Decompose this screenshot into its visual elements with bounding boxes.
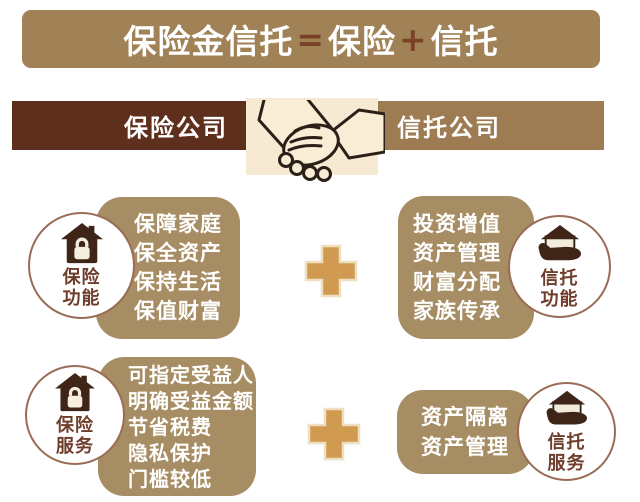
hand-house-icon — [546, 390, 587, 425]
handshake-icon — [257, 100, 385, 182]
feature-line: 明确受益金额 — [128, 388, 254, 413]
feature-line: 财富分配 — [413, 269, 501, 294]
banner-title-left: 保险金信托 — [123, 22, 294, 61]
trust-company-label: 信托公司 — [397, 114, 501, 142]
plus-icon — [304, 244, 358, 298]
feature-line: 资产管理 — [413, 240, 501, 265]
feature-line: 投资增值 — [413, 211, 501, 236]
feature-line: 节省税费 — [128, 414, 212, 439]
trust-company-bar: 信托公司 — [378, 101, 604, 150]
feature-line: 保全资产 — [134, 241, 222, 265]
banner-title-mid: 保险 — [328, 22, 396, 61]
feature-line: 家族传承 — [413, 298, 501, 323]
feature-line: 门槛较低 — [128, 466, 212, 491]
feature-line: 可指定受益人 — [128, 362, 254, 387]
badge-label: 保险 功能 — [62, 266, 101, 309]
hand-house-icon — [538, 224, 581, 260]
badge-label: 保险 服务 — [56, 415, 94, 457]
plus-icon — [307, 407, 361, 461]
feature-box-trust-service: 资产隔离 资产管理 — [397, 390, 534, 474]
feature-line: 隐私保护 — [128, 440, 212, 465]
feature-box-insurance-service: 可指定受益人 明确受益金额 节省税费 隐私保护 门槛较低 — [98, 357, 256, 496]
badge-insurance-service: 保险 服务 — [25, 365, 125, 465]
badge-insurance-function: 保险 功能 — [28, 212, 135, 319]
house-lock-icon — [60, 222, 103, 263]
badge-label: 信托 服务 — [547, 431, 586, 474]
feature-line: 资产隔离 — [421, 405, 509, 429]
badge-trust-service: 信托 服务 — [517, 382, 616, 481]
feature-line: 保障家庭 — [134, 212, 222, 236]
badge-trust-function: 信托 功能 — [508, 215, 611, 318]
feature-line: 保值财富 — [134, 299, 222, 323]
feature-box-insurance-function: 保障家庭 保全资产 保持生活 保值财富 — [96, 197, 240, 339]
badge-label: 信托 功能 — [540, 267, 579, 310]
plus-symbol: + — [399, 19, 428, 59]
insurance-company-label: 保险公司 — [124, 114, 228, 142]
insurance-company-bar: 保险公司 — [12, 101, 246, 150]
title-banner: 保险金信托 = 保险 + 信托 — [22, 10, 600, 68]
feature-line: 资产管理 — [421, 435, 509, 459]
house-lock-icon — [55, 373, 95, 412]
banner-title-right: 信托 — [430, 22, 499, 61]
equals-symbol: = — [296, 19, 325, 59]
feature-line: 保持生活 — [134, 270, 222, 294]
